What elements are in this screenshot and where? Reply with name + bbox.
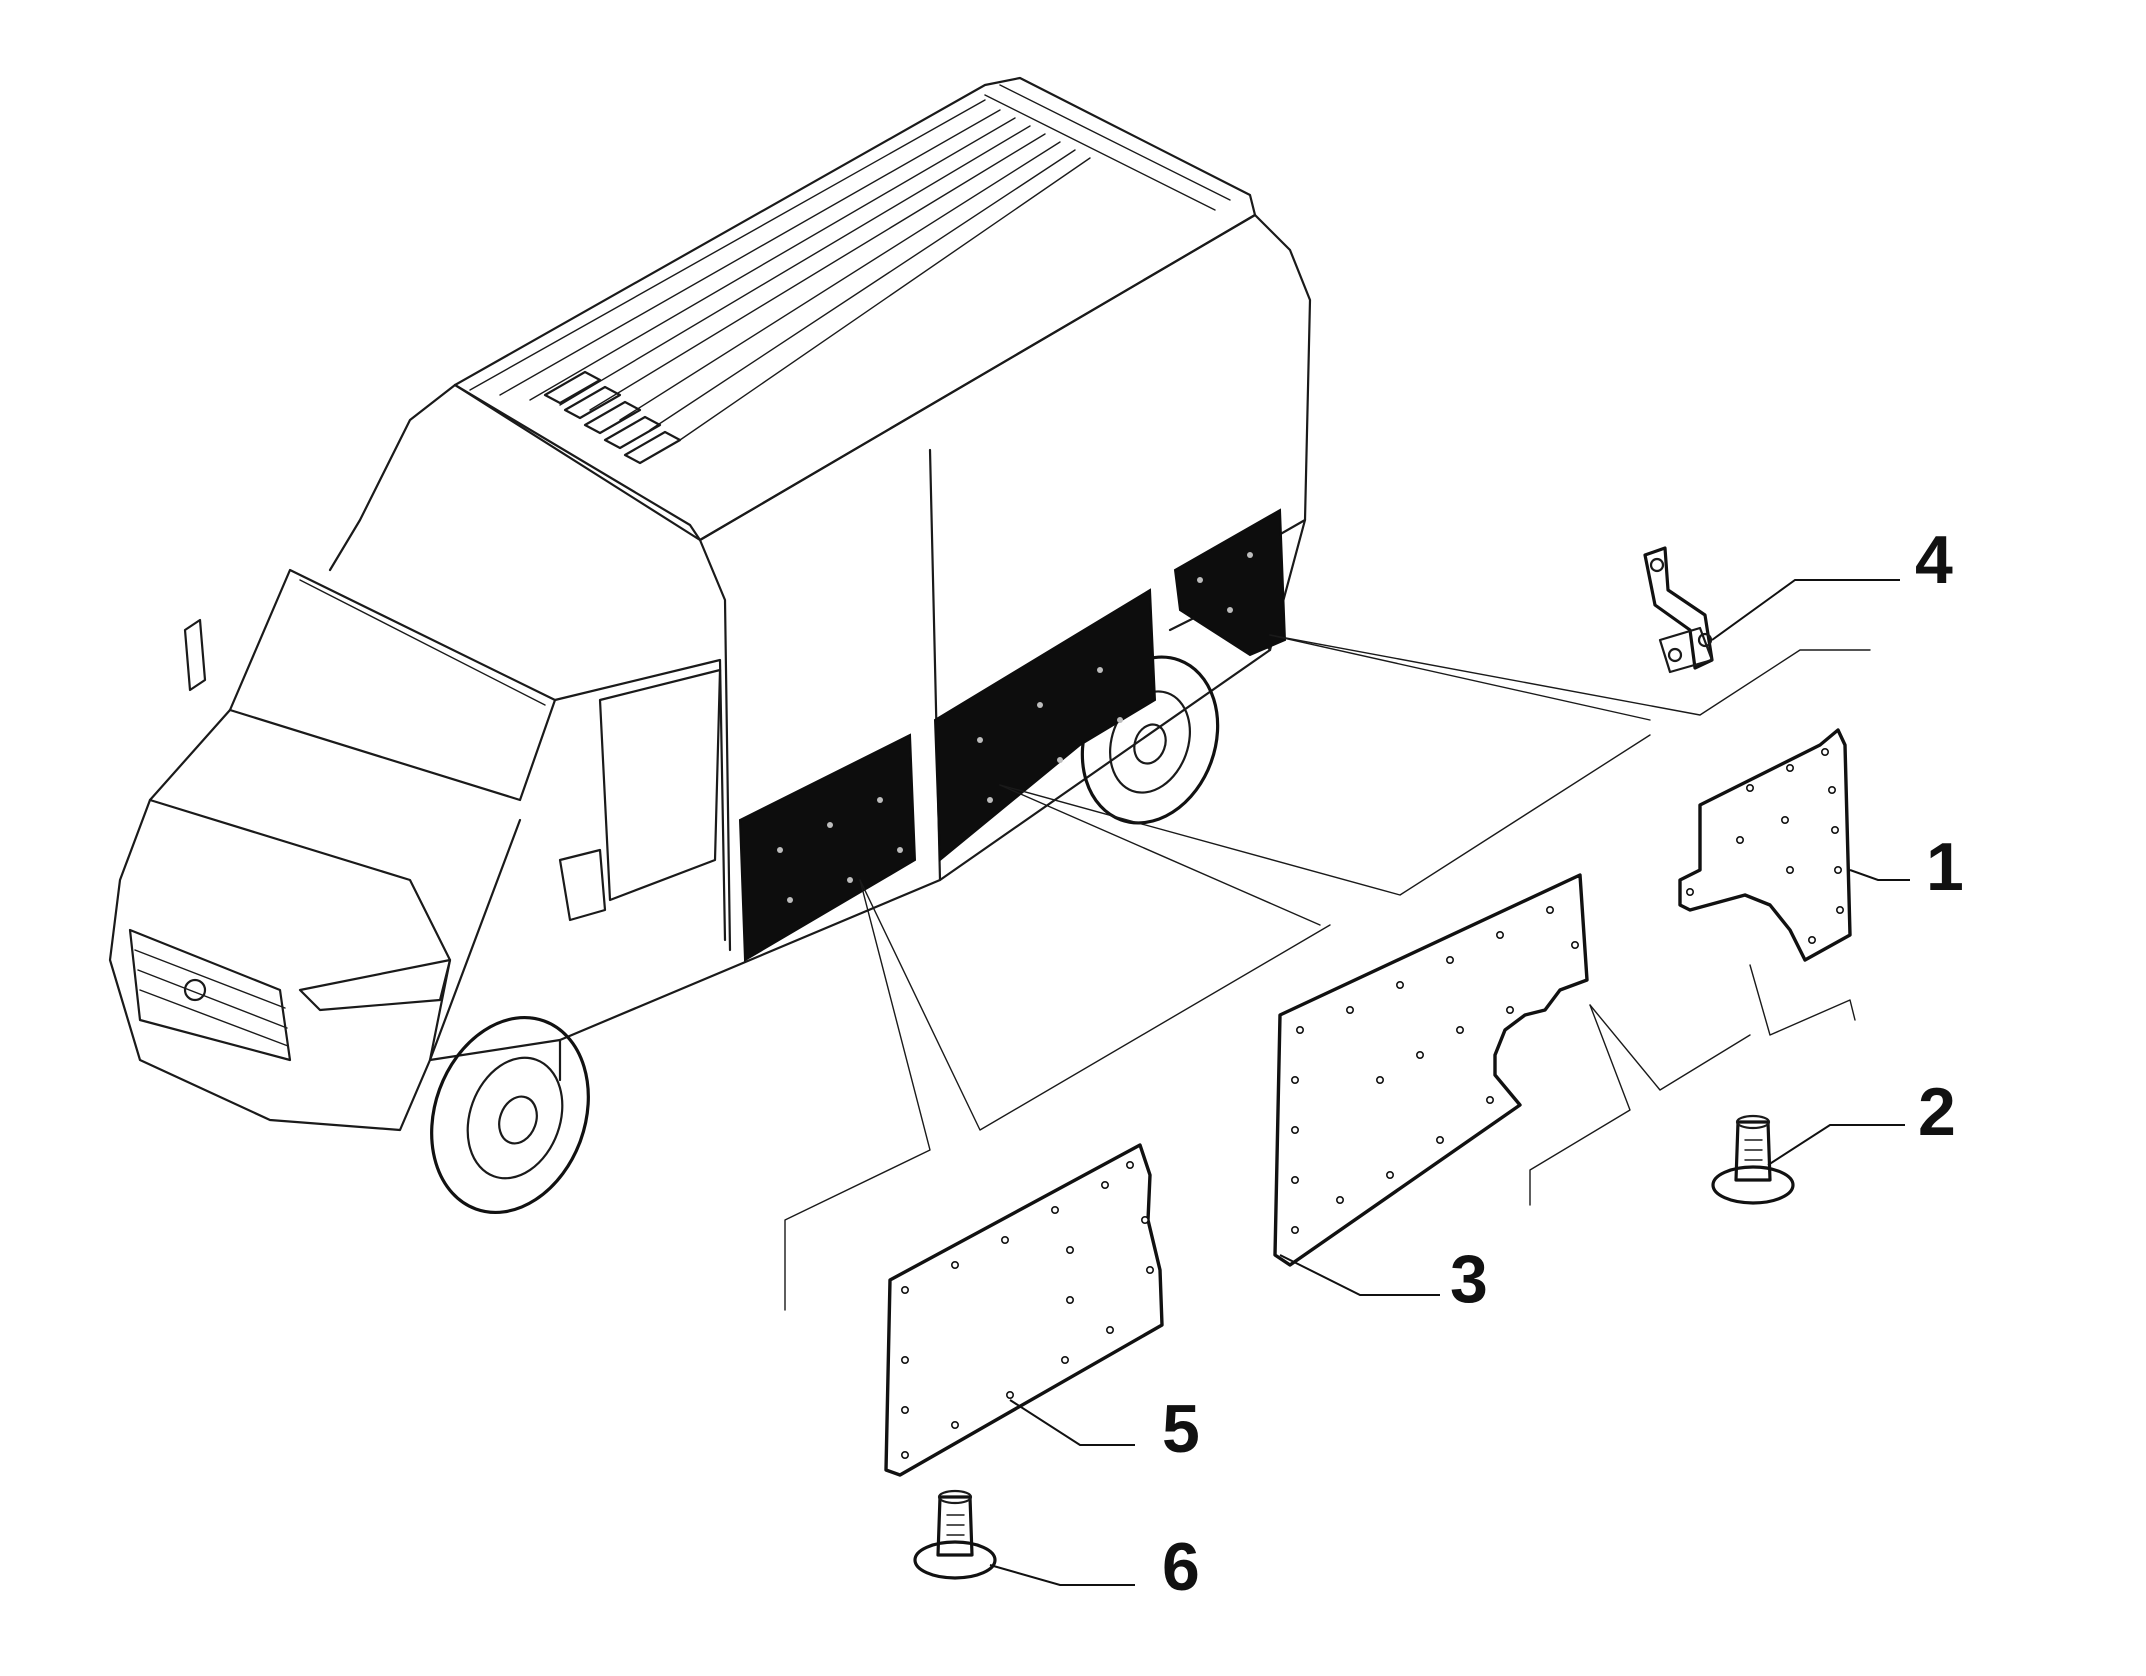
part-2-fastener	[1711, 1114, 1795, 1205]
van-illustration	[108, 76, 1312, 1215]
callout-4: 4	[1915, 522, 1953, 598]
installed-panel-rear	[1173, 508, 1287, 657]
front-wheel	[430, 1015, 590, 1215]
part-5-front-panel	[884, 1143, 1164, 1477]
callout-1: 1	[1926, 829, 1964, 905]
leader-4	[1711, 579, 1900, 641]
callout-6: 6	[1162, 1529, 1200, 1605]
callout-3: 3	[1450, 1241, 1488, 1317]
installed-panel-middle	[933, 588, 1157, 863]
leader-6	[989, 1564, 1135, 1586]
part-6-fastener	[913, 1489, 997, 1580]
leader-3	[1279, 1254, 1440, 1296]
part-3-middle-panel	[1273, 873, 1589, 1267]
leader-1	[1849, 869, 1910, 881]
rear-wheel	[1080, 655, 1220, 825]
part-4-bracket	[1643, 546, 1714, 674]
part-1-rear-panel	[1678, 728, 1852, 962]
leader-5	[1009, 1399, 1135, 1446]
installed-panel-front	[738, 733, 917, 962]
callout-5: 5	[1162, 1391, 1200, 1467]
callout-2: 2	[1918, 1074, 1956, 1150]
guide-lines	[784, 634, 1871, 1311]
leader-lines	[989, 579, 1910, 1586]
callout-numbers: 1 2 3 4 5 6	[1162, 522, 1964, 1605]
installed-panels	[738, 508, 1287, 962]
leader-2	[1767, 1124, 1905, 1166]
